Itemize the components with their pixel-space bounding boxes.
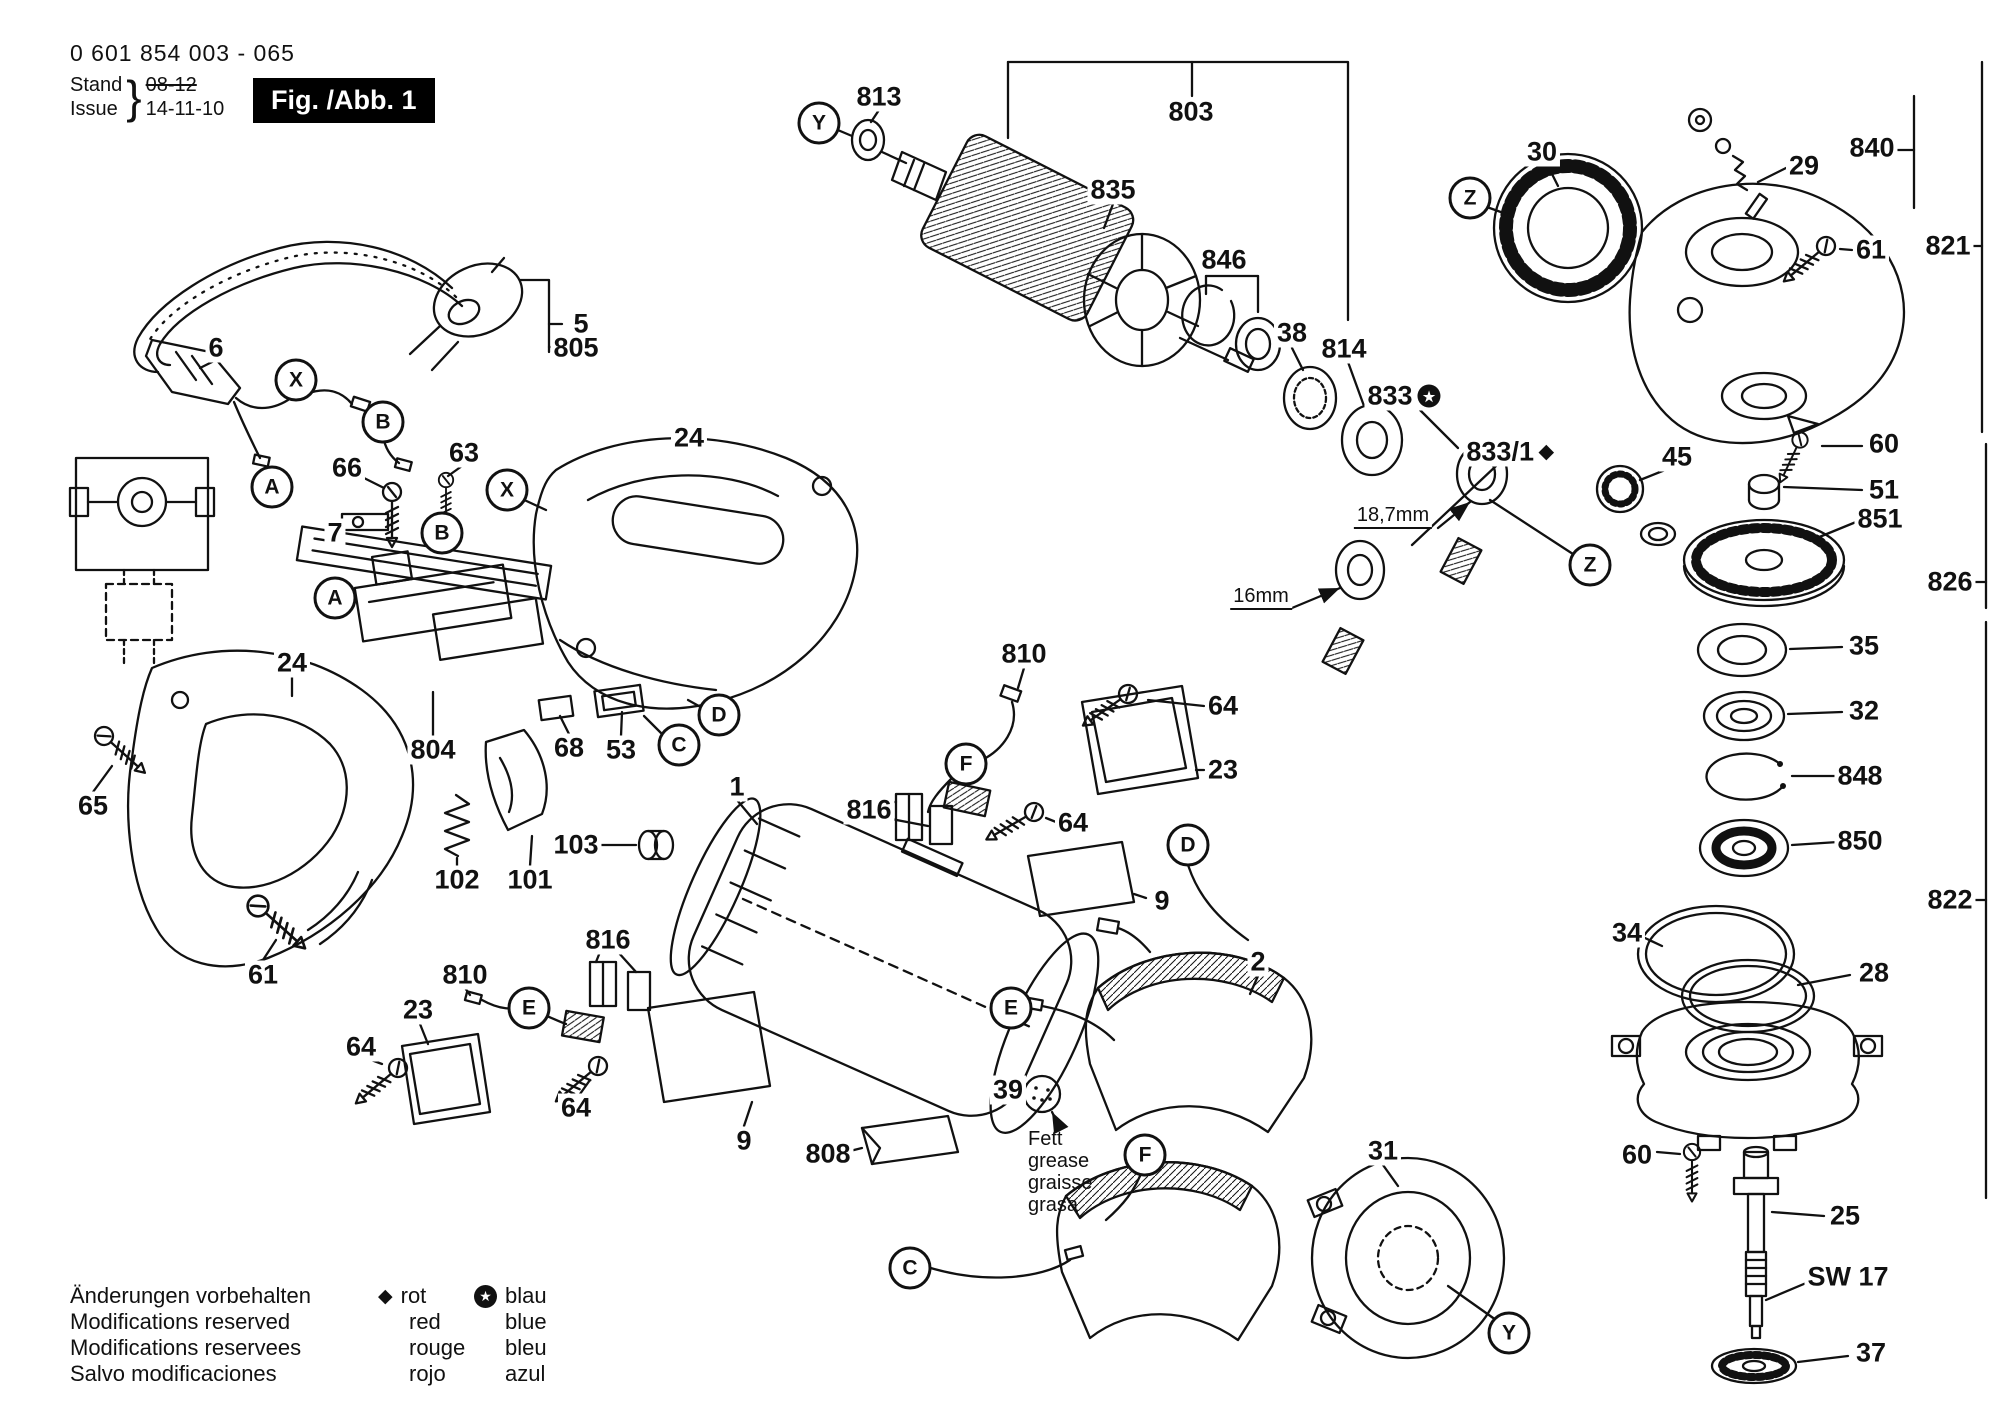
spindle-stack-drawing (1610, 620, 1988, 1385)
figure-label: Fig. /Abb. 1 (253, 78, 435, 123)
spacer-rings-drawing (1181, 274, 1404, 477)
issue-block: Stand Issue } 08-12 14-11-10 (70, 73, 295, 121)
armature-drawing (831, 60, 1350, 373)
diamond-icon: ◆ (378, 1285, 393, 1307)
blue-es: azul (505, 1361, 546, 1386)
stand-label: Stand (70, 74, 123, 96)
spindle-lock-and-gear-drawing (1595, 442, 1988, 610)
blue-de: blau (505, 1283, 547, 1308)
doc-number: 0 601 854 003 - 065 (70, 40, 295, 66)
issue-label: Issue (70, 98, 118, 120)
grease-line-fr: graisse (1028, 1172, 1093, 1194)
legend-blue: ★ blau blue bleu azul (474, 1283, 547, 1387)
switch-assembly-drawing (295, 464, 708, 740)
red-es: rojo (409, 1361, 446, 1386)
note-fr: Modifications reservees (70, 1335, 302, 1360)
blue-en: blue (505, 1309, 547, 1334)
grease-line-de: Fett (1028, 1128, 1063, 1150)
suppressor-schematic-drawing (68, 456, 216, 666)
upper-housing-shell-drawing (518, 436, 859, 710)
grease-line-en: grease (1028, 1150, 1090, 1172)
red-de: rot (400, 1283, 427, 1308)
stand-value: 08-12 (145, 74, 197, 96)
doc-header: 0 601 854 003 - 065 Stand Issue } 08-12 … (70, 40, 295, 121)
note-en: Modifications reserved (70, 1309, 291, 1334)
issue-value: 14-11-10 (145, 98, 225, 120)
blue-fr: bleu (505, 1335, 547, 1360)
red-fr: rouge (409, 1335, 466, 1360)
spindle-bearings-drawing (1290, 408, 1578, 676)
cord-and-plug-drawing (133, 240, 564, 473)
note-es: Salvo modificaciones (70, 1361, 277, 1386)
crown-gear-drawing (1482, 152, 1644, 304)
grease-line-es: grasa (1028, 1194, 1079, 1216)
red-en: red (409, 1309, 441, 1334)
grease-note: Fett grease graisse grasa (1028, 1128, 1092, 1216)
issue-brace: } (126, 71, 142, 123)
modification-notes: Änderungen vorbehalten Modifications res… (70, 1283, 311, 1387)
bearing-cover-drawing (1306, 1156, 1506, 1360)
stator-drawing (1055, 917, 1313, 1342)
star-icon: ★ (474, 1284, 497, 1308)
gear-housing-drawing (1628, 60, 1984, 487)
motor-housing-drawing (669, 797, 1100, 1134)
handle-shell-drawing (90, 649, 415, 968)
trigger-parts-drawing (443, 728, 675, 868)
legend-red: ◆ rot red rouge rojo (378, 1283, 465, 1387)
note-de: Änderungen vorbehalten (70, 1283, 311, 1308)
